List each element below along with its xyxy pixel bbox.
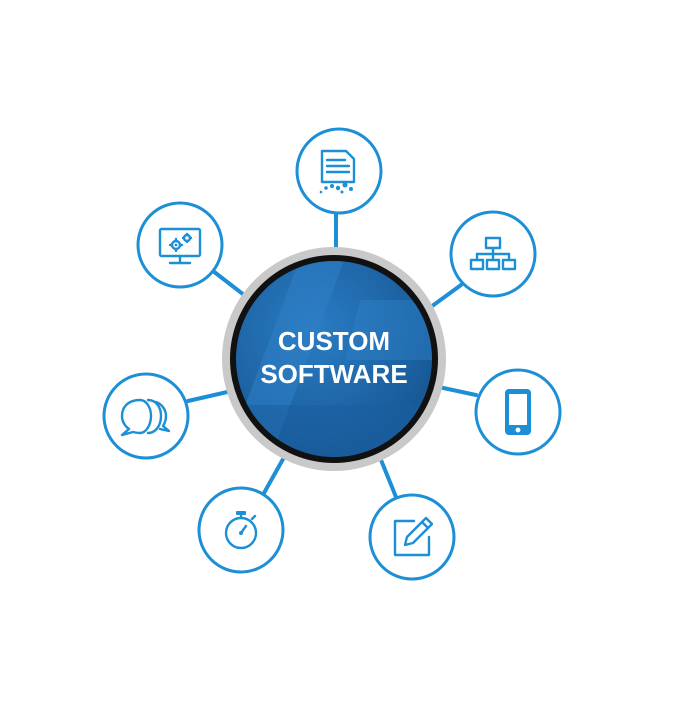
connectors (186, 210, 478, 499)
center-title-line2: SOFTWARE (260, 359, 407, 389)
edit-pencil-icon (393, 516, 434, 557)
connector-stopwatch (262, 450, 289, 495)
node-document[interactable] (295, 127, 383, 215)
node-sitemap[interactable] (449, 210, 537, 298)
node-mobile[interactable] (474, 368, 562, 456)
monitor-gears-icon (158, 227, 202, 265)
connector-edit (377, 453, 398, 499)
node-edit[interactable] (368, 493, 456, 581)
node-chat[interactable] (102, 372, 190, 460)
node-monitor[interactable] (136, 201, 224, 289)
center-hub: CUSTOM SOFTWARE (222, 247, 446, 471)
center-title-line1: CUSTOM (278, 326, 390, 356)
connector-monitor (211, 269, 250, 300)
document-data-icon (319, 149, 356, 194)
stopwatch-icon (224, 511, 258, 550)
sitemap-icon (469, 236, 517, 271)
node-stopwatch[interactable] (197, 486, 285, 574)
mobile-phone-icon (505, 389, 531, 435)
chat-bubbles-icon (120, 398, 171, 437)
